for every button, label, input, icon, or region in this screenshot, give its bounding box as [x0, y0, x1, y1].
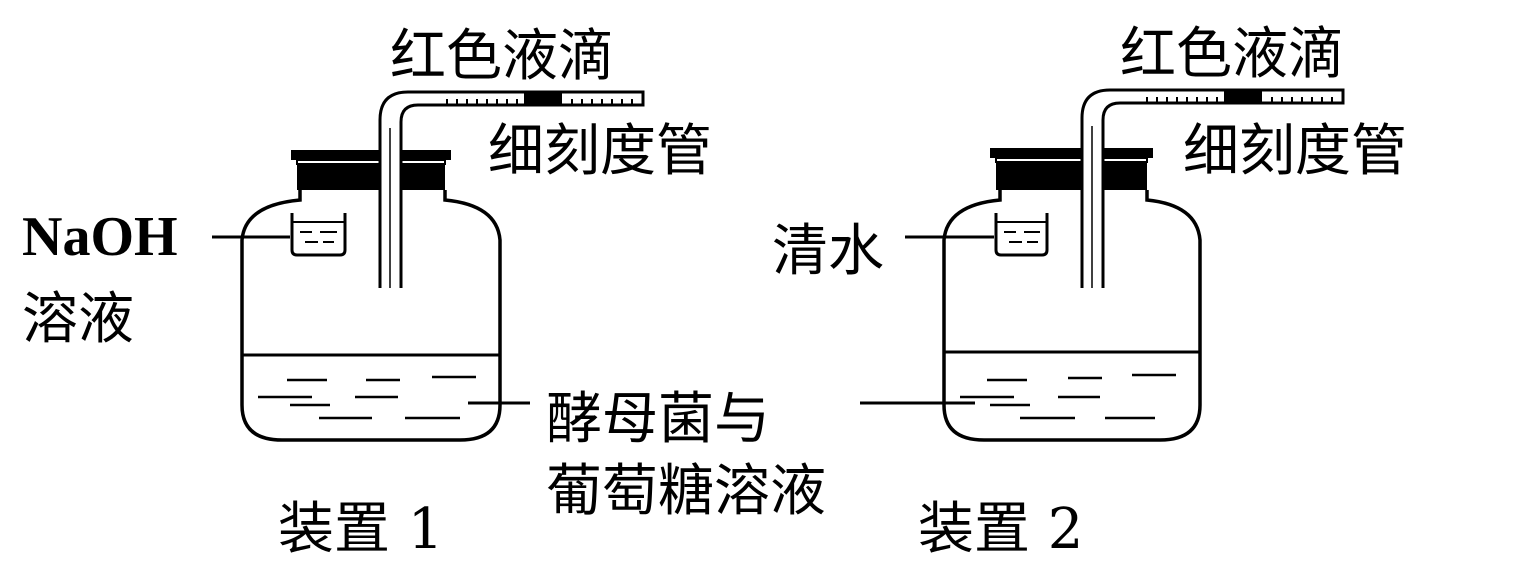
red-droplet: [524, 91, 562, 106]
apparatus-caption: 装置 1: [278, 497, 443, 562]
tube-label: 细刻度管: [488, 119, 712, 184]
stopper-base: [297, 165, 445, 190]
apparatus-2: 红色液滴 细刻度管 清水 装置 2: [772, 22, 1407, 562]
scale-ticks: [446, 99, 633, 105]
jar-body: [240, 190, 502, 442]
stopper-rim: [995, 157, 1148, 163]
droplet-label: 红色液滴: [1120, 22, 1344, 87]
solution-cup: [290, 213, 347, 257]
cup-label-line2: 溶液: [22, 287, 134, 352]
stopper-base: [996, 163, 1147, 190]
cup-label-line1: NaOH: [22, 206, 178, 268]
apparatus-caption: 装置 2: [918, 497, 1083, 562]
cup-label-line1: 清水: [772, 219, 884, 284]
glass-tube: [378, 90, 645, 288]
apparatus-1: 红色液滴 细刻度管 NaOH 溶液 装置 1: [22, 24, 712, 562]
solution-cup: [994, 213, 1049, 257]
liquid-dashes: [258, 375, 476, 420]
red-droplet: [1224, 89, 1262, 104]
scale-ticks: [1146, 97, 1333, 103]
stopper-rim: [296, 159, 446, 165]
glass-tube: [1080, 88, 1345, 288]
jar-body: [942, 190, 1202, 442]
droplet-label: 红色液滴: [390, 24, 614, 89]
shared-liquid-label-line2: 葡萄糖溶液: [546, 459, 826, 524]
liquid-dashes: [960, 373, 1176, 420]
tube-label: 细刻度管: [1183, 119, 1407, 184]
stopper: [990, 148, 1153, 158]
shared-liquid-label-line1: 酵母菌与: [546, 387, 770, 452]
stopper: [291, 150, 451, 160]
